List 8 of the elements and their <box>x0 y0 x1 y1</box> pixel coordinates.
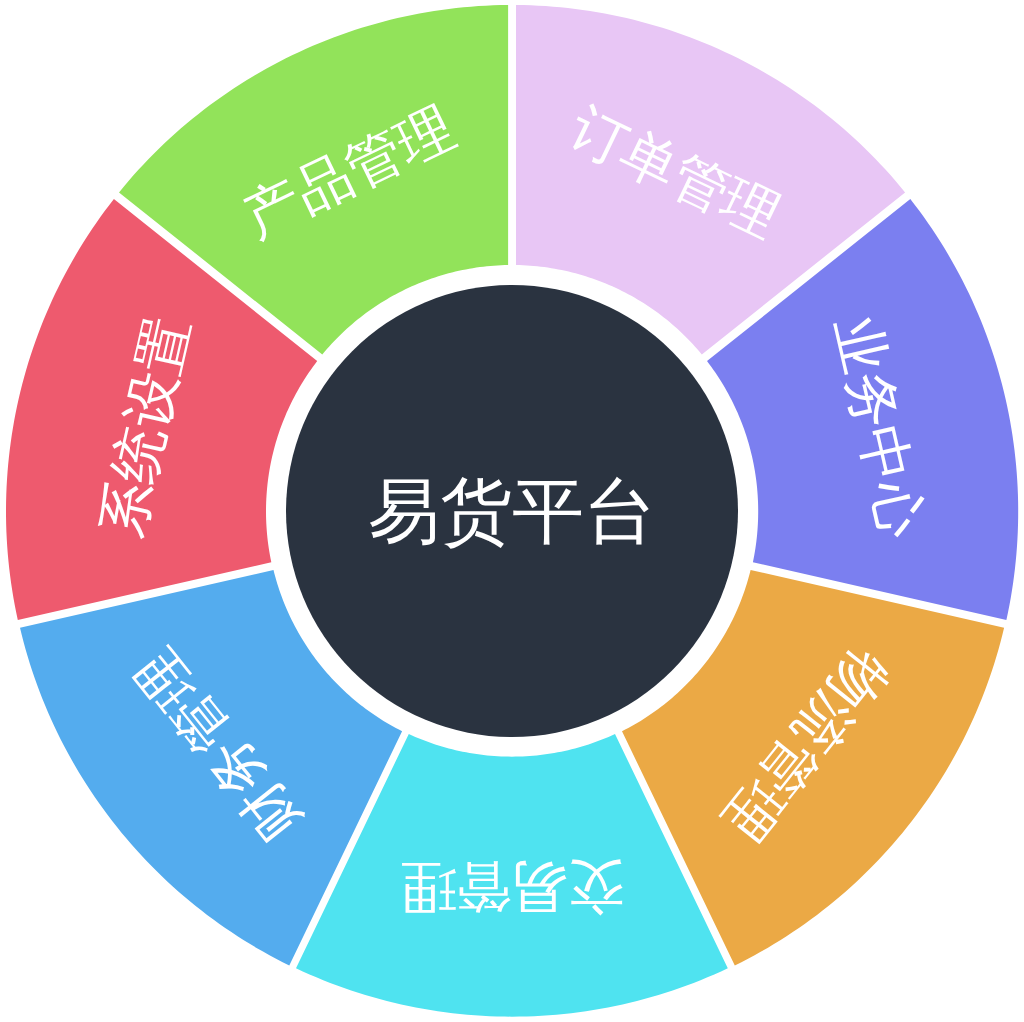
segment-label: 交易管理 <box>400 859 624 915</box>
center-title: 易货平台 <box>368 475 656 547</box>
segment-label: 业务中心 <box>826 311 931 543</box>
segment-label: 物流管理 <box>714 640 898 851</box>
segment-label: 订单管理 <box>562 98 789 247</box>
segment-label: 系统设置 <box>93 311 198 543</box>
segment-label: 产品管理 <box>235 98 462 247</box>
segment-label: 财务管理 <box>126 640 310 851</box>
